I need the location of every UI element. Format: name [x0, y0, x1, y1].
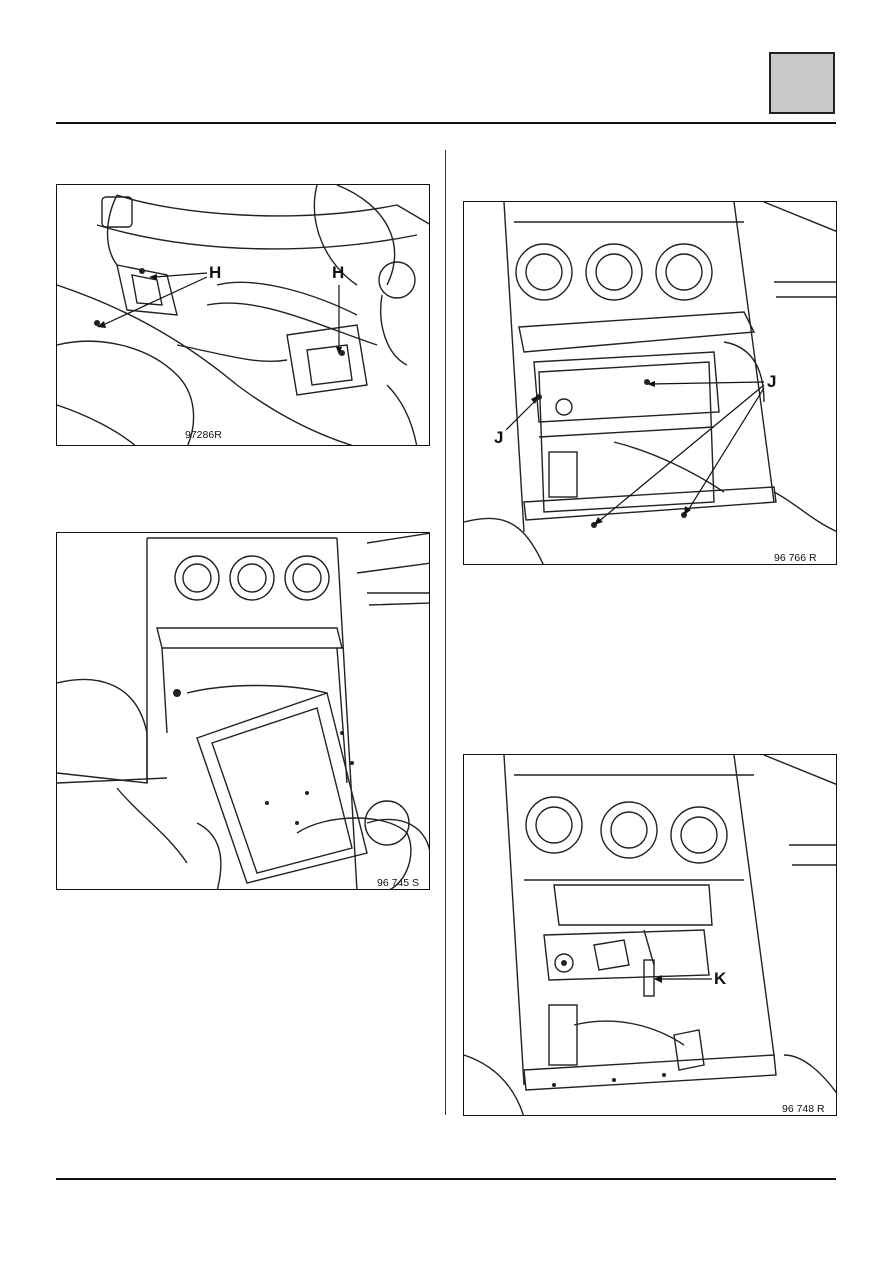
callout-h-left: H: [209, 263, 222, 282]
callout-j-left: J: [494, 428, 504, 447]
figure-radio-removal: 96 745 S: [56, 532, 430, 890]
column-divider: [445, 150, 446, 1115]
figure-trim-frame: J J 96 766 R: [463, 201, 837, 565]
figure-reference: 96 745 S: [377, 877, 420, 889]
header-rule: [56, 122, 836, 124]
illustration-console-tunnel: [57, 185, 429, 445]
figure-bracket-screw: K 96 748 R: [463, 754, 837, 1116]
callout-j-right: J: [767, 372, 777, 391]
figure-reference: 97286R: [185, 429, 222, 441]
callout-k: K: [714, 969, 727, 988]
illustration-trim-frame: [464, 202, 836, 564]
callout-h-right: H: [332, 263, 345, 282]
illustration-radio-removal: [57, 533, 429, 889]
section-marker-box: [769, 52, 835, 114]
footer-rule: [56, 1178, 836, 1180]
figure-console-tunnel: H H 97286R: [56, 184, 430, 446]
illustration-bracket-screw: [464, 755, 836, 1115]
figure-reference: 96 766 R: [774, 552, 817, 564]
figure-reference: 96 748 R: [782, 1103, 825, 1115]
